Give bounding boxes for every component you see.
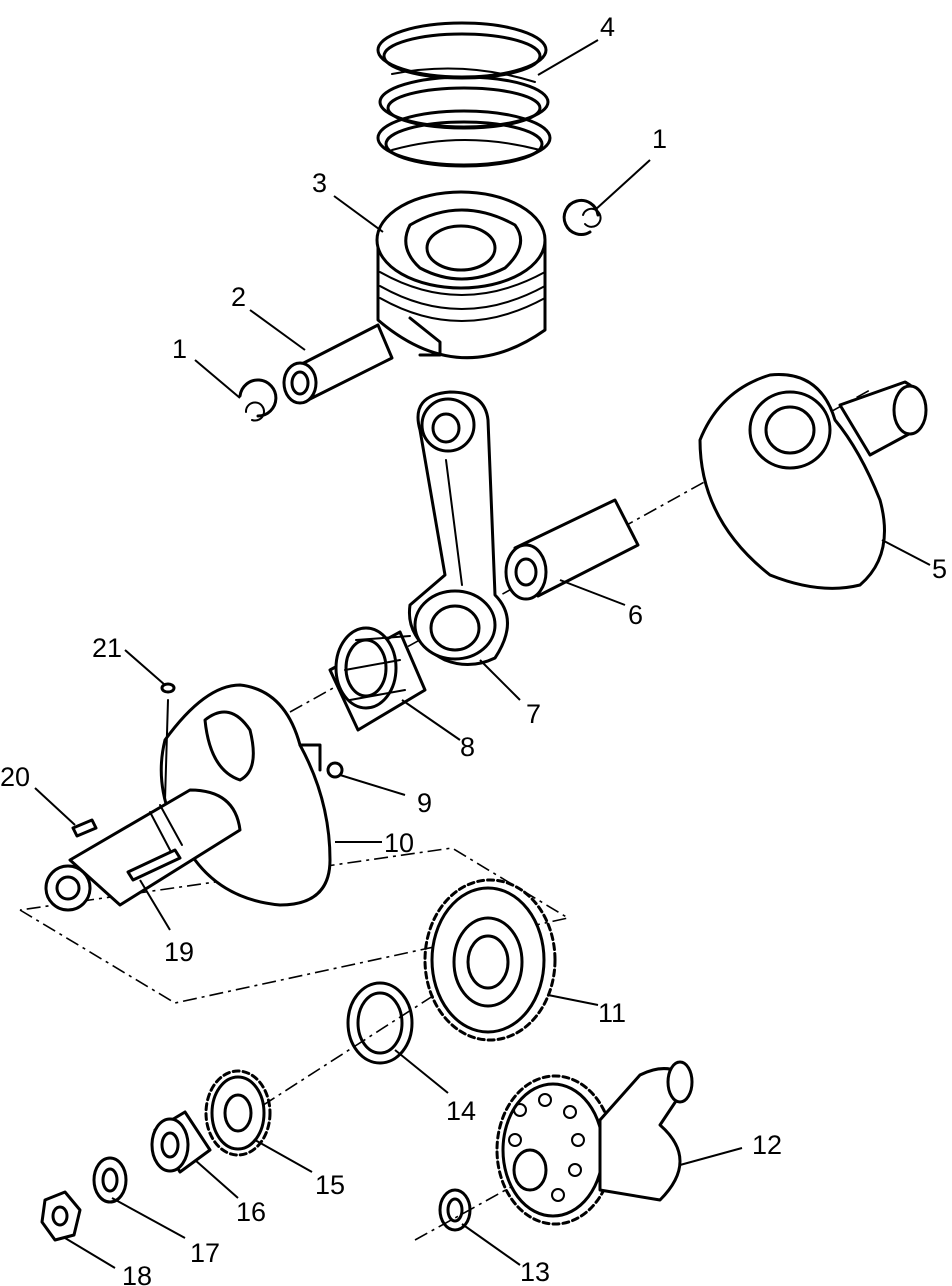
callout-16: 16 <box>236 1197 266 1227</box>
callout-2: 2 <box>231 282 246 312</box>
leader-lines <box>34 39 931 1269</box>
connecting-rod <box>407 390 509 666</box>
callout-11: 11 <box>598 998 626 1028</box>
ball <box>326 761 344 779</box>
balance-shaft-washer <box>438 1188 472 1232</box>
callout-15: 15 <box>315 1170 345 1200</box>
dowel-pin-19 <box>126 848 182 882</box>
crank-pin <box>504 498 640 601</box>
callout-12: 12 <box>752 1130 782 1160</box>
callout-7: 7 <box>526 699 541 729</box>
flange-nut <box>150 1110 212 1174</box>
callout-8: 8 <box>460 732 475 762</box>
crank-half-left <box>44 683 332 912</box>
woodruff-key <box>71 818 98 838</box>
callout-19: 19 <box>164 937 194 967</box>
callout-1-left: 1 <box>172 334 187 364</box>
callout-6: 6 <box>628 600 643 630</box>
callout-14: 14 <box>446 1096 476 1126</box>
crank-half-right <box>698 373 928 590</box>
circlip-left <box>238 378 278 422</box>
callout-1-right: 1 <box>652 124 667 154</box>
callout-10: 10 <box>384 828 414 858</box>
drive-gear <box>423 878 557 1042</box>
hex-nut <box>40 1190 82 1242</box>
circlip-right <box>562 198 602 236</box>
callout-3: 3 <box>312 168 327 198</box>
thrust-washer <box>346 981 414 1065</box>
washer <box>92 1156 128 1204</box>
wrist-pin <box>282 323 394 405</box>
callout-18: 18 <box>122 1261 152 1286</box>
balance-shaft <box>495 1060 694 1226</box>
piston-rings <box>376 21 552 168</box>
needle-bearing <box>328 626 427 732</box>
callout-20: 20 <box>0 762 30 792</box>
callout-9: 9 <box>417 788 432 818</box>
callout-17: 17 <box>190 1238 220 1268</box>
piston <box>375 190 547 360</box>
sprocket <box>204 1069 272 1157</box>
callout-5: 5 <box>932 554 947 584</box>
callout-13: 13 <box>520 1257 550 1286</box>
callout-21: 21 <box>92 633 122 663</box>
callout-4: 4 <box>600 12 615 42</box>
dowel-pin-21 <box>160 682 176 801</box>
